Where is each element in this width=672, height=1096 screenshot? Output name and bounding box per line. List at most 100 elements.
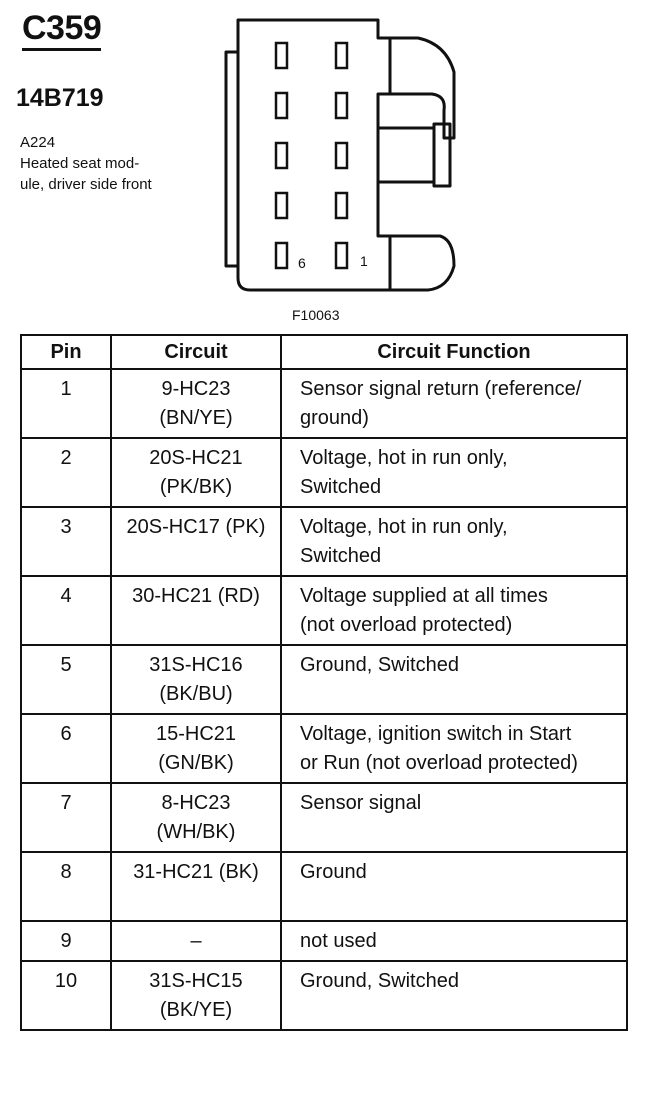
pin-number: 3 (20, 506, 112, 577)
pin-number: 2 (20, 437, 112, 508)
circuit-function-text (300, 996, 622, 1025)
pin-cavity (274, 91, 289, 120)
circuit-cell: 31S-HC15 (BK/YE) (110, 960, 282, 1031)
circuit-cell: 8-HC23(WH/BK) (110, 782, 282, 853)
pin-cavity (334, 241, 349, 270)
circuit-function-text: Sensor signal (300, 792, 422, 814)
circuit-function-cell: Ground (280, 851, 628, 922)
pin-cavity (334, 141, 349, 170)
circuit-cell: 30-HC21 (RD) (110, 575, 282, 646)
circuit-function-cell: Voltage, hot in run only, Switched (280, 437, 628, 508)
table-row: 1 9-HC23 (BN/YE) Sensor signal return (refe… (20, 368, 628, 439)
column-header-function: Circuit Function (280, 334, 628, 370)
column-header-pin: Pin (20, 334, 112, 370)
pin-number: 10 (20, 960, 112, 1031)
circuit-cell: 31S-HC16 (BK/BU) (110, 644, 282, 715)
description-line: ule, driver side front (20, 176, 152, 193)
pinout-table: Pin Circuit Circuit Function 1 9-HC23 (BN/… (20, 334, 628, 1031)
circuit-text: 31-HC21 (BK) (133, 861, 259, 883)
circuit-function-text: Voltage, hot in run only, (300, 447, 508, 469)
circuit-text: (BN/YE) (159, 407, 233, 429)
circuit-text (113, 542, 279, 571)
table-row: 9 – not used (20, 920, 628, 962)
pin-cavity (274, 141, 289, 170)
pin-number: 8 (20, 851, 112, 922)
circuit-cell: 20S-HC21 (PK/BK) (110, 437, 282, 508)
circuit-function-cell: Ground, Switched (280, 960, 628, 1031)
connector-left-rail (224, 50, 238, 268)
circuit-function-text (300, 680, 622, 709)
circuit-text: 8-HC23 (161, 792, 231, 814)
circuit-function-text: ground) (300, 407, 369, 429)
circuit-function-text: Voltage, ignition switch in Start (300, 723, 572, 745)
circuit-text: 31S-HC16 (149, 654, 243, 676)
circuit-text: (BK/YE) (159, 999, 233, 1021)
circuit-function-text: Voltage supplied at all times (300, 585, 548, 607)
circuit-text (113, 887, 279, 916)
circuit-text (113, 611, 279, 640)
circuit-cell: 15-HC21 (GN/BK) (110, 713, 282, 784)
pin-number: 4 (20, 575, 112, 646)
circuit-function-text: Sensor signal return (reference/ (300, 378, 582, 400)
figure-code: F10063 (292, 307, 340, 323)
pin-number: 1 (20, 368, 112, 439)
circuit-function-text: Ground, Switched (300, 654, 459, 676)
table-row: 10 31S-HC15 (BK/YE) Ground, Switched (20, 960, 628, 1031)
circuit-function-cell: Voltage, hot in run only,Switched (280, 506, 628, 577)
pin-cavity (334, 91, 349, 120)
circuit-function-cell: Sensor signal return (reference/ground) (280, 368, 628, 439)
circuit-function-text: Ground, Switched (300, 970, 459, 992)
table-row: 6 15-HC21 (GN/BK) Voltage, ignition switch … (20, 713, 628, 784)
circuit-function-text (300, 887, 622, 916)
pin-cavity (274, 41, 289, 70)
circuit-function-text: Ground (300, 861, 367, 883)
circuit-text: (GN/BK) (158, 752, 234, 774)
circuit-cell: 9-HC23 (BN/YE) (110, 368, 282, 439)
column-header-circuit: Circuit (110, 334, 282, 370)
circuit-text: 15-HC21 (155, 723, 237, 745)
circuit-function-text: not used (300, 930, 377, 952)
pin-number: 6 (20, 713, 112, 784)
circuit-function-text: (not overload protected) (300, 614, 513, 636)
table-header-row: Pin Circuit Circuit Function (20, 334, 628, 370)
circuit-function-cell: not used (280, 920, 628, 962)
circuit-function-cell: Voltage supplied at all times (not overlo… (280, 575, 628, 646)
connector-id: C359 (22, 10, 102, 51)
pin-cavity (274, 191, 289, 220)
table-row: 2 20S-HC21 (PK/BK) Voltage, hot in run only… (20, 437, 628, 508)
circuit-text: 9-HC23 (161, 378, 231, 400)
circuit-text: (PK/BK) (159, 476, 233, 498)
circuit-function-cell: Ground, Switched (280, 644, 628, 715)
circuit-text: 31S-HC15 (149, 970, 243, 992)
pin-1-label: 1 (360, 253, 368, 269)
circuit-cell: – (110, 920, 282, 962)
description-line: A224 (20, 134, 56, 151)
circuit-text: 20S-HC21 (149, 447, 243, 469)
part-number: 14B719 (16, 84, 104, 112)
pin-cavity (334, 41, 349, 70)
connector-face-diagram: 6 1 (224, 18, 456, 292)
pin-number: 7 (20, 782, 112, 853)
pin-cavity (274, 241, 289, 270)
circuit-function-text: Switched (300, 476, 382, 498)
latch-tab (432, 122, 452, 188)
pin-cavity (334, 191, 349, 220)
circuit-text: 20S-HC17 (PK) (126, 516, 266, 538)
circuit-cell: 31-HC21 (BK) (110, 851, 282, 922)
component-description: A224 Heated seat mod- ule, driver side f… (20, 132, 152, 195)
circuit-function-cell: Sensor signal (280, 782, 628, 853)
circuit-function-text (300, 818, 622, 847)
table-row: 8 31-HC21 (BK) Ground (20, 851, 628, 922)
circuit-function-text: Voltage, hot in run only, (300, 516, 508, 538)
pin-number: 9 (20, 920, 112, 962)
description-line: Heated seat mod- (20, 155, 140, 172)
connector-latch (378, 126, 436, 184)
circuit-text: (BK/BU) (159, 683, 233, 705)
circuit-cell: 20S-HC17 (PK) (110, 506, 282, 577)
pin-number: 5 (20, 644, 112, 715)
table-row: 3 20S-HC17 (PK) Voltage, hot in run only,… (20, 506, 628, 577)
circuit-text: – (190, 930, 202, 952)
